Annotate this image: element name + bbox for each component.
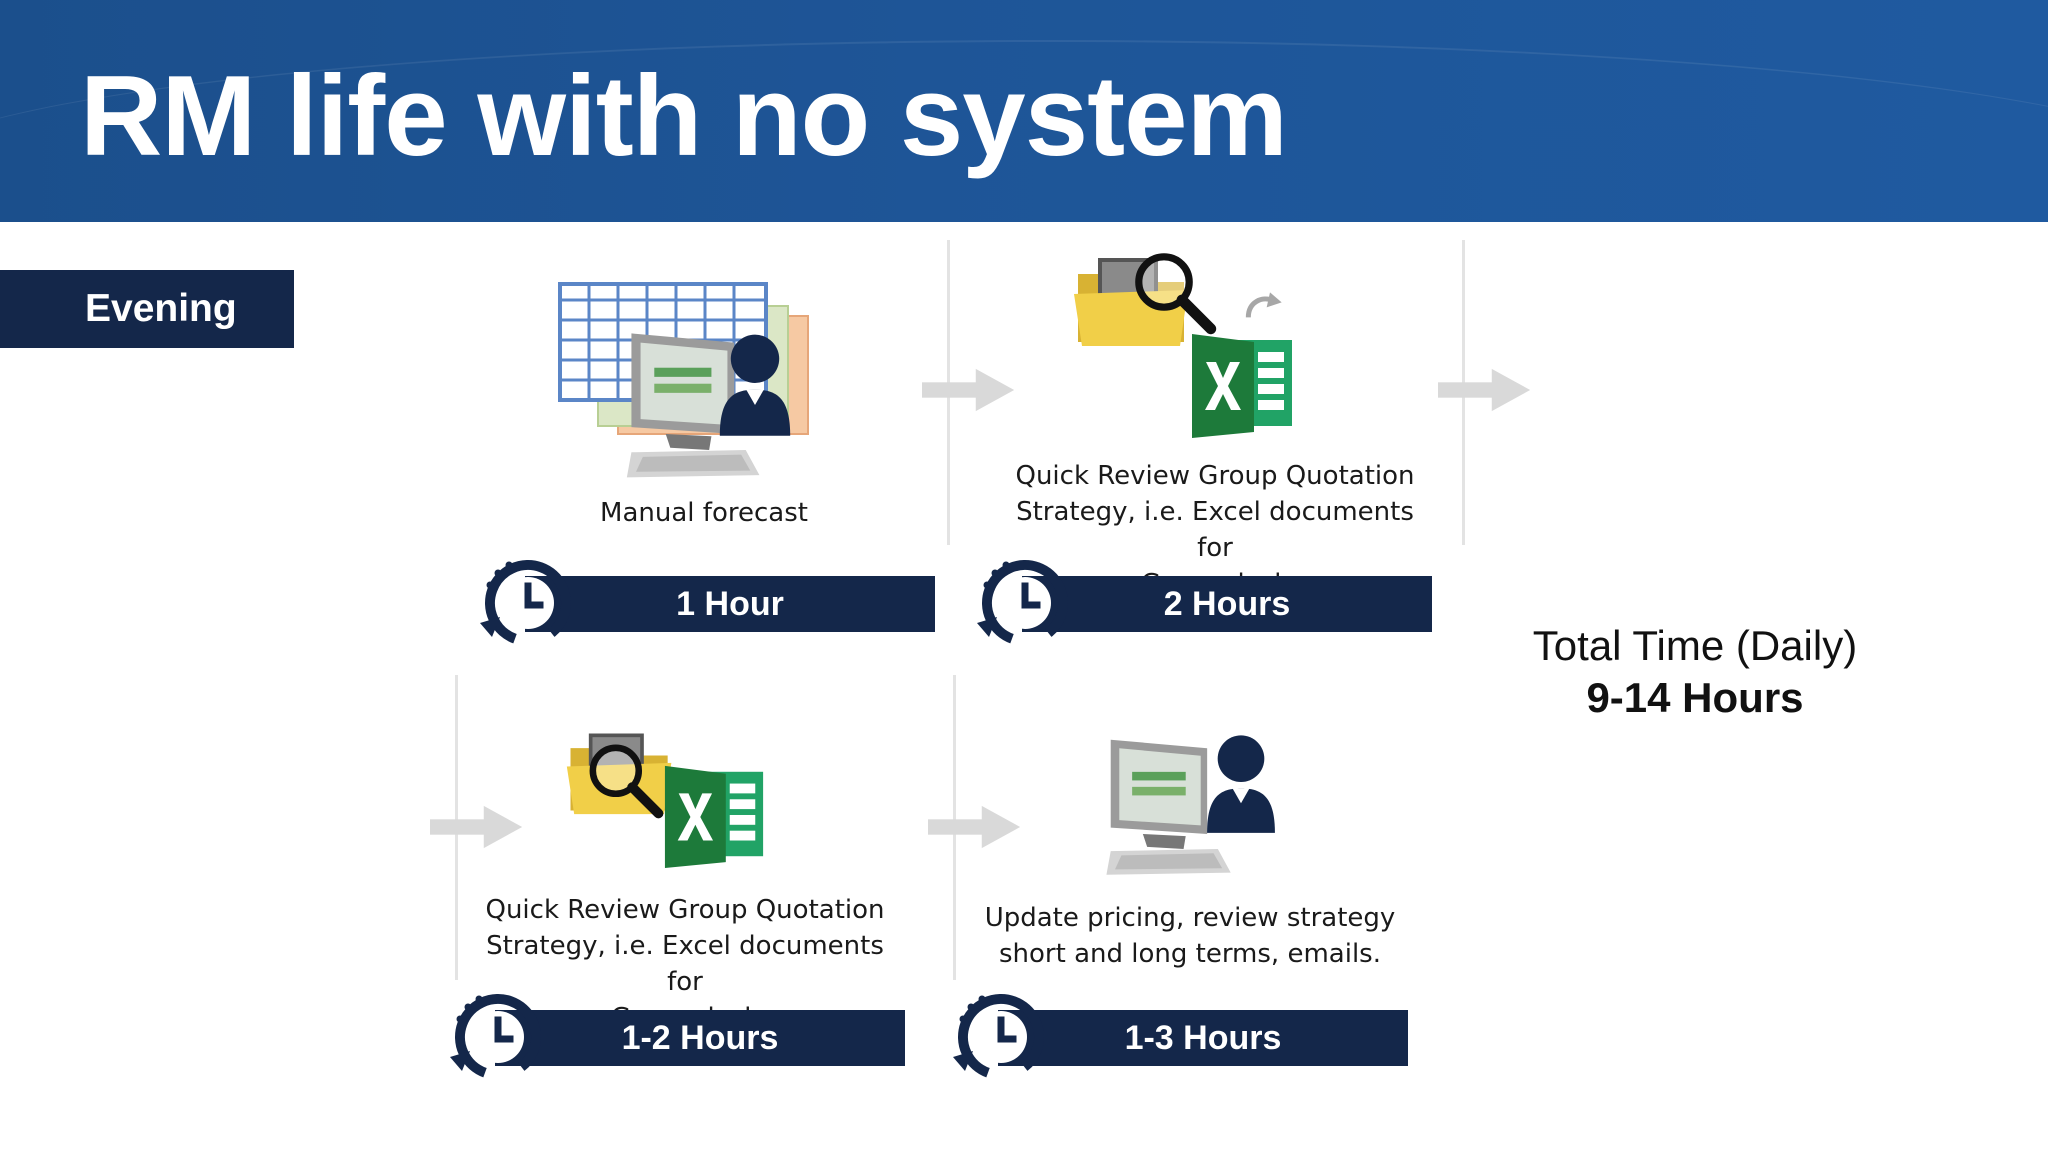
description-line: short and long terms, emails. — [999, 939, 1381, 969]
clock-icon — [951, 987, 1051, 1087]
description-line: Update pricing, review strategy — [984, 903, 1396, 933]
time-label: 1 Hour — [676, 584, 784, 623]
folder-search-excel-icon — [1070, 244, 1310, 444]
total-time: Total Time (Daily) 9-14 Hours — [1470, 620, 1920, 724]
time-label: 2 Hours — [1163, 584, 1291, 623]
time-label: 1-2 Hours — [621, 1018, 779, 1057]
slide-header: RM life with no system — [0, 0, 2048, 222]
flow-arrow-icon — [922, 366, 1018, 414]
description-line: Strategy, i.e. Excel documents for — [486, 931, 884, 997]
step-description: Update pricing, review strategy short an… — [970, 900, 1410, 972]
clock-icon — [478, 553, 578, 653]
time-bar: 2 Hours — [1022, 576, 1432, 632]
clock-icon — [975, 553, 1075, 653]
time-bar: 1 Hour — [525, 576, 935, 632]
step-description: Manual forecast — [600, 498, 808, 528]
step-description: Quick Review Group Quotation Strategy, i… — [1000, 458, 1430, 602]
total-time-value: 9-14 Hours — [1586, 674, 1804, 721]
description-line: Quick Review Group Quotation — [1015, 461, 1415, 491]
section-tag: Evening — [0, 270, 294, 348]
flow-arrow-icon — [928, 803, 1024, 851]
forecast-computer-user-icon — [558, 282, 814, 482]
header-streak — [0, 40, 2048, 222]
flow-arrow-icon — [1438, 366, 1534, 414]
total-time-label: Total Time (Daily) — [1532, 622, 1858, 669]
time-label: 1-3 Hours — [1124, 1018, 1282, 1057]
slide-title: RM life with no system — [80, 53, 1288, 180]
description-line: Strategy, i.e. Excel documents for — [1016, 497, 1414, 563]
time-bar: 1-3 Hours — [998, 1010, 1408, 1066]
time-bar: 1-2 Hours — [495, 1010, 905, 1066]
computer-user-icon — [1100, 725, 1290, 885]
clock-icon — [448, 987, 548, 1087]
folder-search-excel-icon — [565, 720, 775, 870]
description-line: Quick Review Group Quotation — [485, 895, 885, 925]
flow-arrow-icon — [430, 803, 526, 851]
